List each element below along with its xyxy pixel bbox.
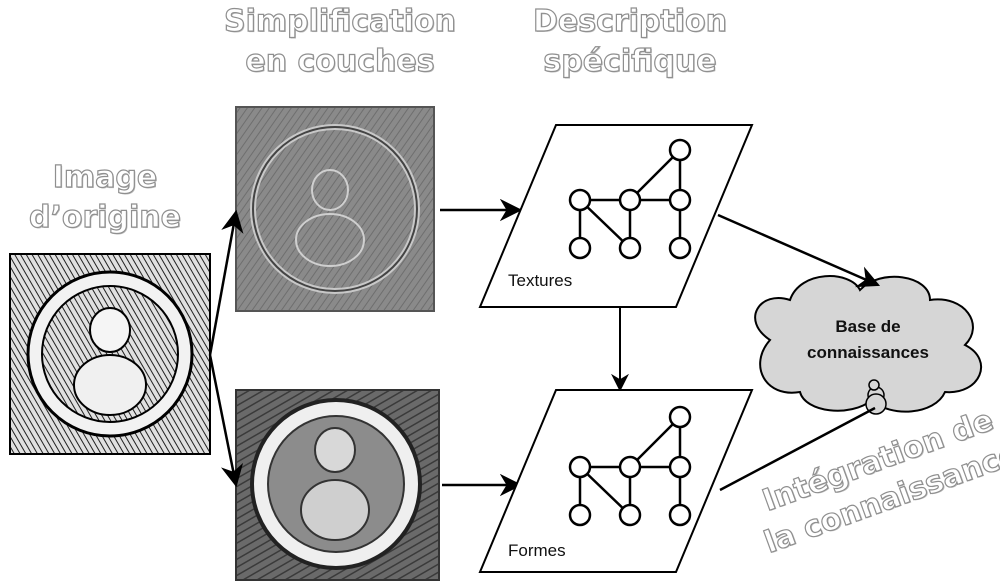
arrow-to-shape-layer — [208, 354, 244, 488]
textures-label: Textures — [508, 271, 572, 290]
heading-simplification-line1: Simplification — [223, 3, 457, 39]
heading-description-line1: Description — [532, 3, 728, 39]
textures-plane: Textures — [478, 124, 754, 308]
heading-simplification-line2: en couches — [245, 43, 435, 79]
texture-layer-image — [235, 106, 435, 312]
heading-description-line2: spécifique — [543, 43, 717, 79]
kb-label-line1: Base de — [835, 317, 900, 336]
original-image — [9, 253, 211, 455]
kb-label-line2: connaissances — [807, 343, 929, 362]
knowledge-base-cloud: Base de connaissances — [754, 275, 983, 415]
shape-layer-image — [235, 389, 440, 581]
arrow-to-texture-layer — [208, 209, 244, 356]
arrow-textures-to-kb — [717, 213, 881, 288]
heading-origine-line1: Image — [52, 159, 158, 195]
heading-origine-line2: d’origine — [28, 199, 182, 235]
line-formes-to-kb — [719, 406, 876, 492]
heading-origine: Image d’origine — [0, 158, 210, 238]
formes-plane: Formes — [478, 389, 754, 573]
heading-description: Description spécifique — [505, 2, 755, 82]
formes-label: Formes — [508, 541, 566, 560]
heading-simplification: Simplification en couches — [215, 2, 465, 82]
